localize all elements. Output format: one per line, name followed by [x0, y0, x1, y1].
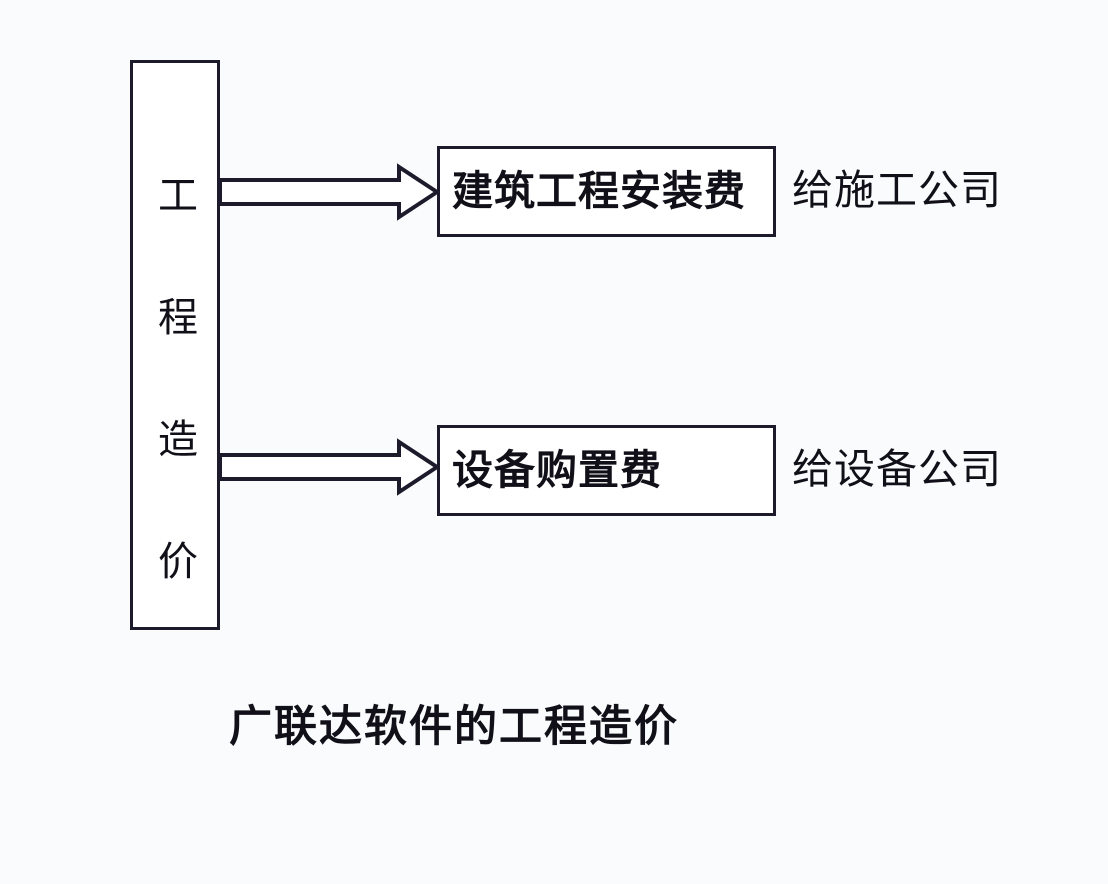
block-arrow-right-icon-2: [218, 438, 441, 496]
source-box-label: 工 程 造 价: [158, 173, 198, 584]
source-box-engineering-cost: 工 程 造 价: [130, 60, 220, 630]
side-label-equipment-company: 给设备公司: [792, 446, 1002, 492]
block-arrow-right-icon-1: [218, 163, 441, 221]
target-box-construction-installation-fee: 建筑工程安装费: [437, 146, 776, 237]
target-box-equipment-purchase-fee: 设备购置费: [437, 425, 776, 516]
target-box-label-2: 设备购置费: [452, 447, 662, 493]
target-box-label-1: 建筑工程安装费: [452, 168, 746, 214]
diagram-caption: 广联达软件的工程造价: [229, 704, 679, 751]
side-label-construction-company: 给施工公司: [792, 167, 1002, 213]
